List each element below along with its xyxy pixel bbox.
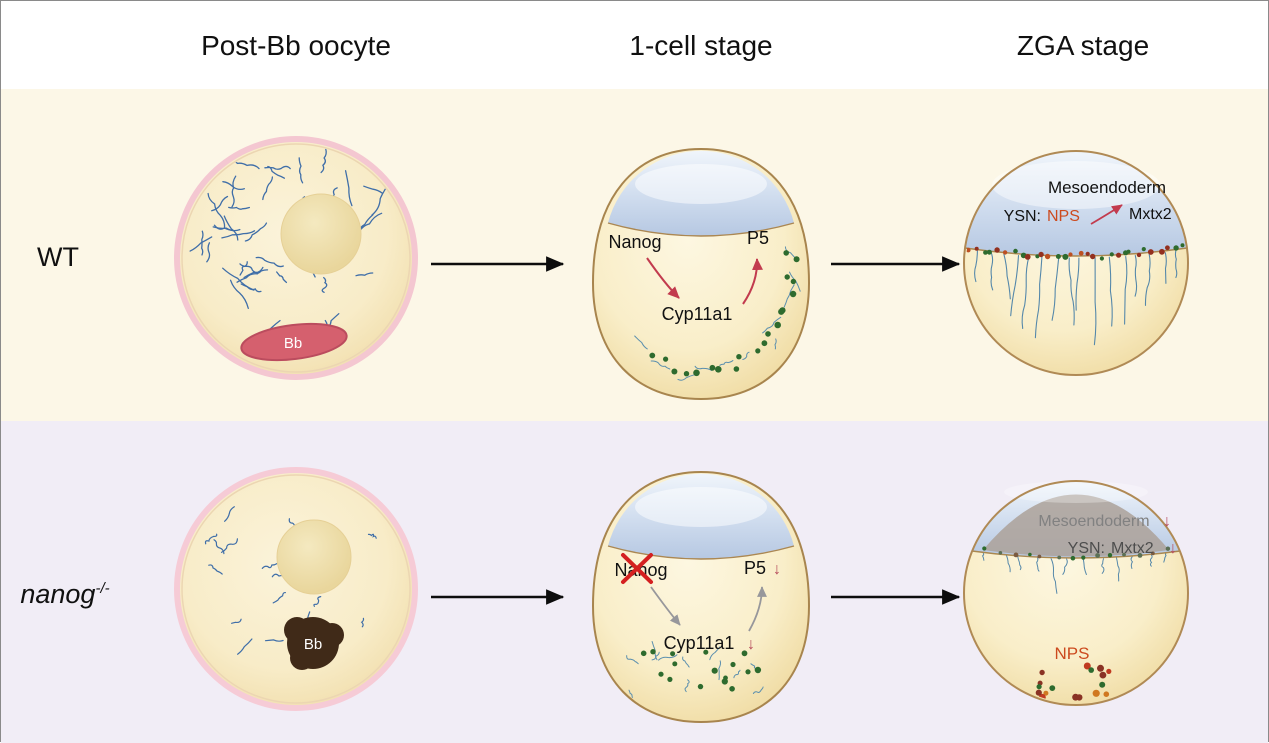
nanog-1cell-embryo: Nanog Cyp11a1 ↓ P5 ↓ (591, 470, 811, 724)
nanog-rna-squiggles (204, 506, 377, 665)
nanog-mesoendoderm-mound (983, 494, 1169, 557)
nanog-1cell-outline (591, 470, 811, 724)
wt-p5-label: P5 (747, 228, 769, 248)
nanog-oocyte-inner-rim (181, 474, 411, 704)
nanog-mesoendoderm-label: Mesoendoderm (1038, 513, 1149, 530)
nanog-nanog-to-cyp11a1-arrow (650, 586, 681, 626)
wt-ysn-label: YSN: (1004, 208, 1041, 225)
wt-oocyte-inner-rim (181, 143, 411, 373)
nanog-zga-embryo: Mesoendoderm ↓ YSN: Mxtx2 ↓ NPS (963, 480, 1189, 706)
wt-1cell-outline (591, 147, 811, 401)
wt-nucleus (280, 193, 362, 275)
wt-zga-highlight (992, 161, 1160, 209)
nanog-mxtx2-label: Mxtx2 (1111, 540, 1154, 557)
nanog-blastodisc-boundary (607, 545, 795, 560)
nanog-cyp11a1-decrease-arrow: ↓ (747, 636, 755, 653)
wt-blastodisc-boundary (607, 222, 795, 237)
nanog-mesoendoderm-decrease-arrow: ↓ (1163, 513, 1171, 530)
wt-nps-to-mxtx2-arrow (1090, 204, 1123, 225)
nanog-mxtx2-decrease-arrow: ↓ (1169, 540, 1177, 557)
wt-bb-label: Bb (284, 335, 302, 352)
nanog-label-sup: -/- (95, 580, 110, 597)
wt-1cell-embryo: Nanog Cyp11a1 P5 (591, 147, 811, 401)
wt-blastodisc-highlight (635, 164, 767, 204)
nanog-cyp11a1-label: Cyp11a1 (664, 633, 735, 653)
nanog-blastodisc-highlight (635, 487, 767, 527)
wt-ysn-dots (966, 243, 1185, 261)
nanog-cyp11a1-to-p5-arrow (748, 586, 767, 632)
wt-nanog-label: Nanog (608, 232, 661, 252)
wt-zga-embryo: Mesoendoderm YSN: NPS Mxtx2 (963, 150, 1189, 376)
wt-balbiani-body (240, 322, 348, 362)
nanog-streaming-lines (981, 552, 1167, 594)
wt-germ-plasm-squiggles (634, 246, 801, 381)
column-header-post-bb-oocyte: Post-Bb oocyte (201, 30, 391, 61)
nanog-germ-plasm-dots (640, 649, 762, 692)
nanog-nps-label: NPS (1055, 644, 1090, 663)
wt-zga-blastoderm (965, 150, 1187, 256)
wt-zga-outline (963, 150, 1189, 376)
flow-arrows (431, 256, 961, 605)
nanog-balbiani-body (284, 617, 344, 670)
nanog-ysn-dots (982, 546, 1171, 561)
nanog-p5-decrease-arrow: ↓ (773, 561, 781, 578)
wt-mesoendoderm-label: Mesoendoderm (1048, 178, 1166, 197)
nanog-oocyte: Bb (174, 467, 418, 711)
nanog-nucleus (276, 519, 352, 595)
column-header-1-cell-stage: 1-cell stage (629, 30, 773, 61)
nanog-bb-label: Bb (304, 636, 322, 653)
nanog-zga-outline (963, 480, 1189, 706)
header-band (1, 1, 1268, 89)
row-label-nanog-mutant: nanog-/- (20, 579, 109, 610)
wt-germ-plasm-dots (649, 250, 800, 377)
column-header-zga-stage: ZGA stage (1016, 30, 1150, 61)
wt-oocyte: Bb (174, 136, 418, 380)
nanog-ysn-label: YSN: (1068, 540, 1105, 557)
wt-nanog-to-cyp11a1-arrow (646, 257, 680, 299)
nanog-p5-label: P5 (744, 558, 766, 578)
wt-cyp11a1-to-p5-arrow (742, 258, 763, 305)
wt-streaming-lines (974, 250, 1178, 346)
row-label-wt: WT (37, 242, 79, 272)
nanog-germ-plasm-squiggles (626, 641, 764, 698)
nanog-knockout-x-icon (621, 553, 653, 584)
wt-mxtx2-label: Mxtx2 (1129, 206, 1172, 223)
nanog-nps-dots (1035, 662, 1112, 701)
wt-cyp11a1-label: Cyp11a1 (662, 304, 733, 324)
nanog-label-base: nanog (20, 579, 96, 609)
wt-nps-label: NPS (1047, 208, 1080, 225)
